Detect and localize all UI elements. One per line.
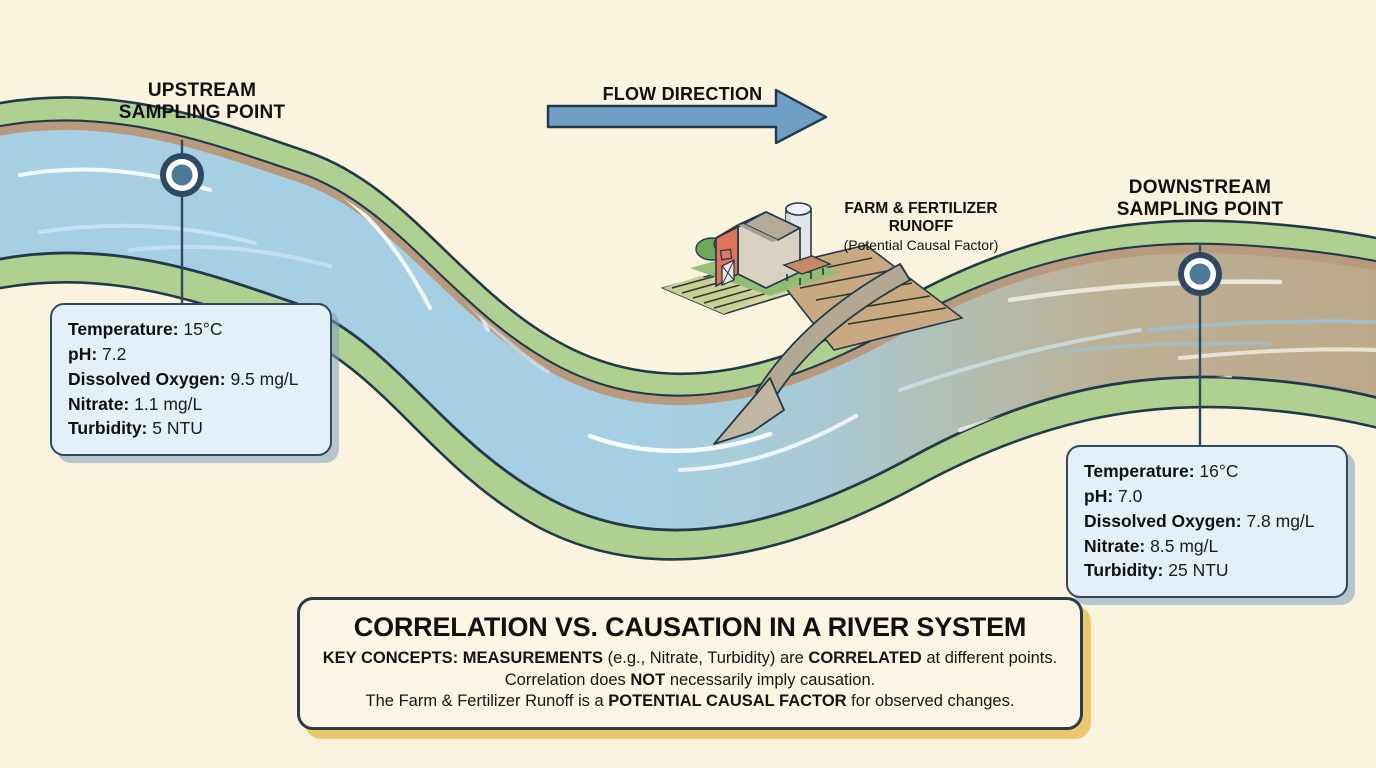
farm-illustration	[660, 202, 964, 445]
measurement-key: Dissolved Oxygen:	[68, 368, 226, 389]
caption-line-3-text-2: for observed changes.	[846, 692, 1015, 711]
caption-box: CORRELATION VS. CAUSATION IN A RIVER SYS…	[297, 597, 1083, 730]
measurement-value: 9.5 mg/L	[230, 368, 299, 389]
caption-line-3: The Farm & Fertilizer Runoff is a POTENT…	[318, 691, 1062, 712]
flow-direction-label: FLOW DIRECTION	[602, 84, 763, 104]
measurement-key: pH:	[1084, 485, 1114, 506]
measurement-row: Turbidity: 25 NTU	[1084, 558, 1330, 583]
measurement-value: 5 NTU	[152, 418, 203, 439]
measurement-row: Dissolved Oxygen: 7.8 mg/L	[1084, 509, 1330, 534]
measurement-row: Nitrate: 8.5 mg/L	[1084, 534, 1330, 559]
measurement-row: Turbidity: 5 NTU	[68, 416, 314, 441]
measurement-key: pH:	[68, 343, 98, 364]
measurement-row: Temperature: 15°C	[68, 317, 314, 342]
measurement-row: Dissolved Oxygen: 9.5 mg/L	[68, 367, 314, 392]
flow-direction-arrow	[546, 88, 828, 145]
downstream-sampling-marker[interactable]	[1178, 252, 1222, 296]
caption-title: CORRELATION VS. CAUSATION IN A RIVER SYS…	[353, 612, 1027, 642]
upstream-sampling-marker[interactable]	[160, 153, 204, 197]
caption-line-2: Correlation does NOT necessarily imply c…	[318, 670, 1062, 691]
measurement-value: 8.5 mg/L	[1150, 535, 1219, 556]
measurement-value: 16°C	[1199, 461, 1239, 481]
farm-runoff-title: FARM & FERTILIZER RUNOFF	[844, 200, 998, 236]
measurement-row: Nitrate: 1.1 mg/L	[68, 392, 314, 417]
caption-line-1-text-1: (e.g., Nitrate, Turbidity) are	[603, 649, 809, 668]
measurement-value: 25 NTU	[1168, 560, 1229, 581]
wagon-icon	[782, 255, 832, 285]
measurement-key: Nitrate:	[1084, 535, 1146, 556]
measurement-key: Turbidity:	[1084, 560, 1164, 581]
measurement-key: Nitrate:	[68, 393, 130, 414]
caption-line-3-text-1: The Farm & Fertilizer Runoff is a	[365, 692, 609, 711]
caption-line-2-bold-1: NOT	[630, 670, 666, 689]
upstream-sampling-point-label: UPSTREAM SAMPLING POINT	[118, 80, 286, 124]
caption-line-2-text-2: necessarily imply causation.	[665, 670, 876, 689]
measurement-value: 1.1 mg/L	[134, 393, 203, 414]
farm-runoff-subtitle: (Potential Causal Factor)	[843, 237, 999, 254]
barn-icon	[715, 211, 802, 289]
runoff-arrow-icon	[713, 262, 912, 445]
caption-line-1-bold-2: CORRELATED	[808, 649, 922, 668]
measurement-value: 7.8 mg/L	[1246, 510, 1315, 531]
caption-line-1-text-2: at different points.	[921, 649, 1058, 668]
measurement-row: pH: 7.0	[1084, 484, 1330, 509]
measurement-row: Temperature: 16°C	[1084, 459, 1330, 484]
upstream-measurements-panel: Temperature: 15°C pH: 7.2 Dissolved Oxyg…	[50, 303, 332, 457]
measurement-value: 7.2	[102, 343, 127, 364]
caption-line-1: KEY CONCEPTS: MEASUREMENTS (e.g., Nitrat…	[318, 648, 1062, 669]
measurement-key: Temperature:	[68, 319, 179, 339]
measurement-row: pH: 7.2	[68, 342, 314, 367]
measurement-key: Dissolved Oxygen:	[1084, 510, 1242, 531]
riverside-path	[0, 119, 1376, 406]
farm-runoff-label: FARM & FERTILIZER RUNOFF (Potential Caus…	[828, 200, 1014, 254]
measurement-value: 7.0	[1118, 485, 1143, 506]
measurement-key: Temperature:	[1084, 461, 1195, 481]
measurement-value: 15°C	[183, 319, 223, 339]
caption-line-3-bold-1: POTENTIAL CAUSAL FACTOR	[608, 692, 847, 711]
caption-line-1-bold-1: KEY CONCEPTS: MEASUREMENTS	[322, 649, 603, 668]
downstream-sampling-point-label: DOWNSTREAM SAMPLING POINT	[1116, 177, 1284, 221]
measurement-key: Turbidity:	[68, 418, 148, 439]
downstream-measurements-panel: Temperature: 16°C pH: 7.0 Dissolved Oxyg…	[1066, 445, 1348, 599]
caption-line-2-text-1: Correlation does	[504, 670, 631, 689]
